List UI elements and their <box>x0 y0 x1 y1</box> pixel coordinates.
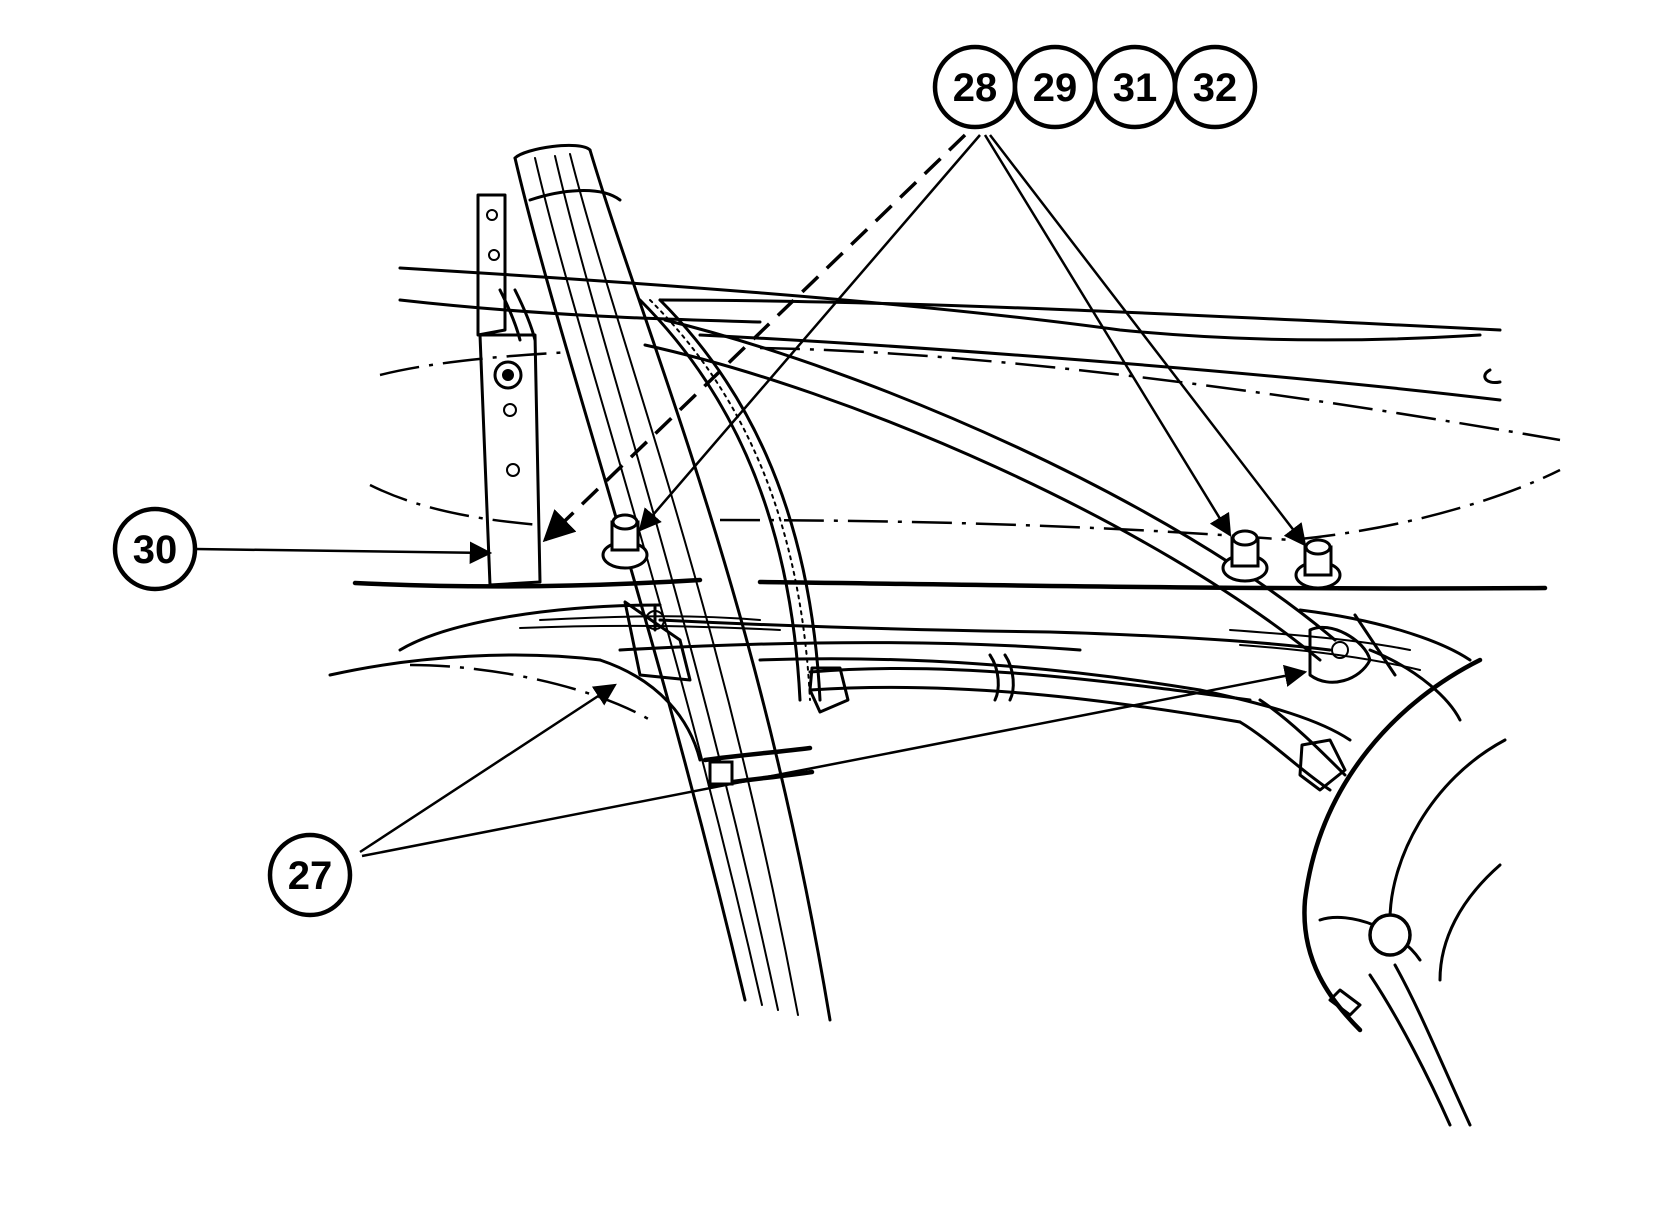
tube-fitting-left <box>808 666 850 714</box>
wire-harness <box>513 143 832 1022</box>
svg-text:31: 31 <box>1113 66 1158 110</box>
svg-text:28: 28 <box>953 66 998 110</box>
callout-30: 30 <box>112 506 198 592</box>
svg-text:32: 32 <box>1193 66 1238 110</box>
mounting-tab <box>623 600 692 682</box>
callout-27: 27 <box>267 832 353 918</box>
nut-center <box>1221 529 1269 583</box>
svg-text:27: 27 <box>288 854 333 898</box>
svg-text:29: 29 <box>1033 66 1078 110</box>
svg-text:30: 30 <box>133 528 178 572</box>
brake-line-tube <box>808 653 1347 792</box>
wheel-hub <box>1302 657 1507 1127</box>
nut-right <box>1294 538 1342 590</box>
callout-29: 29 <box>1012 44 1098 130</box>
tube-fitting-right <box>1298 738 1347 792</box>
fender-panel-outline <box>369 266 1561 542</box>
nut-left <box>601 513 649 570</box>
bracket-plate <box>476 193 542 587</box>
callout-31: 31 <box>1092 44 1178 130</box>
callout-32: 32 <box>1172 44 1258 130</box>
leader-lines <box>194 133 1308 858</box>
rod-clamp <box>1308 613 1397 684</box>
callout-28: 28 <box>932 44 1018 130</box>
curved-rod <box>643 318 1337 662</box>
